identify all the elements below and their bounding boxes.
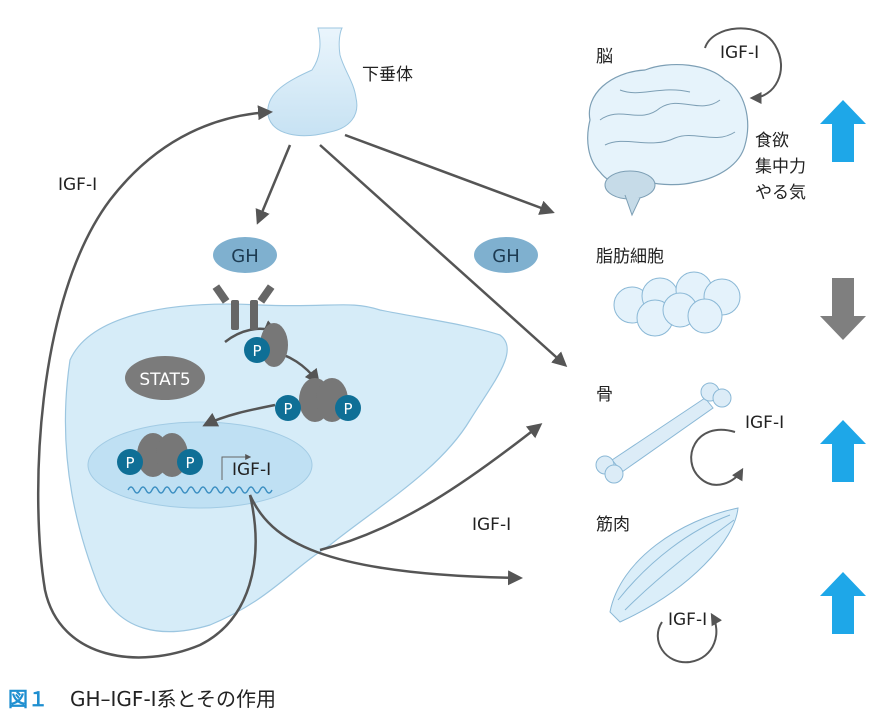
- phospho-label: P: [283, 400, 292, 418]
- figure-caption: 図１ GH–IGF-Ⅰ系とその作用: [8, 683, 276, 712]
- igf1-bone-label: IGF-Ⅰ: [745, 413, 784, 433]
- phospho-group: P P P P P: [117, 337, 361, 475]
- phospho-circle: [177, 449, 203, 475]
- phospho-label: P: [252, 342, 261, 360]
- pituitary-gland: [267, 27, 358, 137]
- stat5-bubble: [125, 356, 205, 400]
- igf1-nucleus-label: IGF-Ⅰ: [232, 460, 271, 480]
- brain-effect-motivation: やる気: [755, 183, 806, 203]
- gh-label-center: GH: [492, 246, 519, 267]
- figure-title: GH–IGF-Ⅰ系とその作用: [70, 687, 276, 711]
- effect-up-arrow-muscle: [820, 572, 866, 634]
- autocrine-loops: [656, 27, 782, 664]
- transcription-arrow: [221, 454, 252, 480]
- bone: [595, 382, 732, 484]
- igf1-left-label: IGF-Ⅰ: [58, 175, 97, 195]
- phospho-label: P: [125, 454, 134, 472]
- pituitary-label: 下垂体: [362, 65, 413, 85]
- phospho-circle: [244, 337, 270, 363]
- effect-down-arrow-fat: [820, 278, 866, 340]
- phospho-label: P: [343, 400, 352, 418]
- dna-strand: [127, 486, 273, 494]
- phospho-label: P: [185, 454, 194, 472]
- bone-label: 骨: [596, 385, 613, 405]
- gh-bubble-center: [474, 237, 538, 273]
- muscle: [609, 507, 739, 623]
- phospho-circle: [117, 449, 143, 475]
- gh-receptor: [212, 284, 275, 330]
- flow-arrows: [36, 105, 568, 659]
- brain-label: 脳: [596, 47, 613, 67]
- brain-effect-concentration: 集中力: [755, 157, 806, 177]
- effect-up-arrow-brain: [820, 100, 866, 162]
- fat-cells: [613, 271, 741, 337]
- stat5-proteins: [137, 323, 348, 477]
- igf1-brain-label: IGF-Ⅰ: [720, 43, 759, 63]
- igf1-muscle-label: IGF-Ⅰ: [668, 610, 707, 630]
- gh-label-liver: GH: [231, 246, 258, 267]
- brain-effect-appetite: 食欲: [755, 131, 789, 151]
- stat5-label: STAT5: [139, 370, 190, 390]
- figure-number: 図１: [8, 687, 48, 711]
- muscle-label: 筋肉: [596, 515, 630, 535]
- gh-bubble-liver: [213, 237, 277, 273]
- effect-up-arrow-bone: [820, 420, 866, 482]
- phospho-circle: [335, 395, 361, 421]
- phospho-circle: [275, 395, 301, 421]
- fat-label: 脂肪細胞: [596, 247, 664, 267]
- igf1-center-label: IGF-Ⅰ: [472, 515, 511, 535]
- brain: [587, 63, 749, 217]
